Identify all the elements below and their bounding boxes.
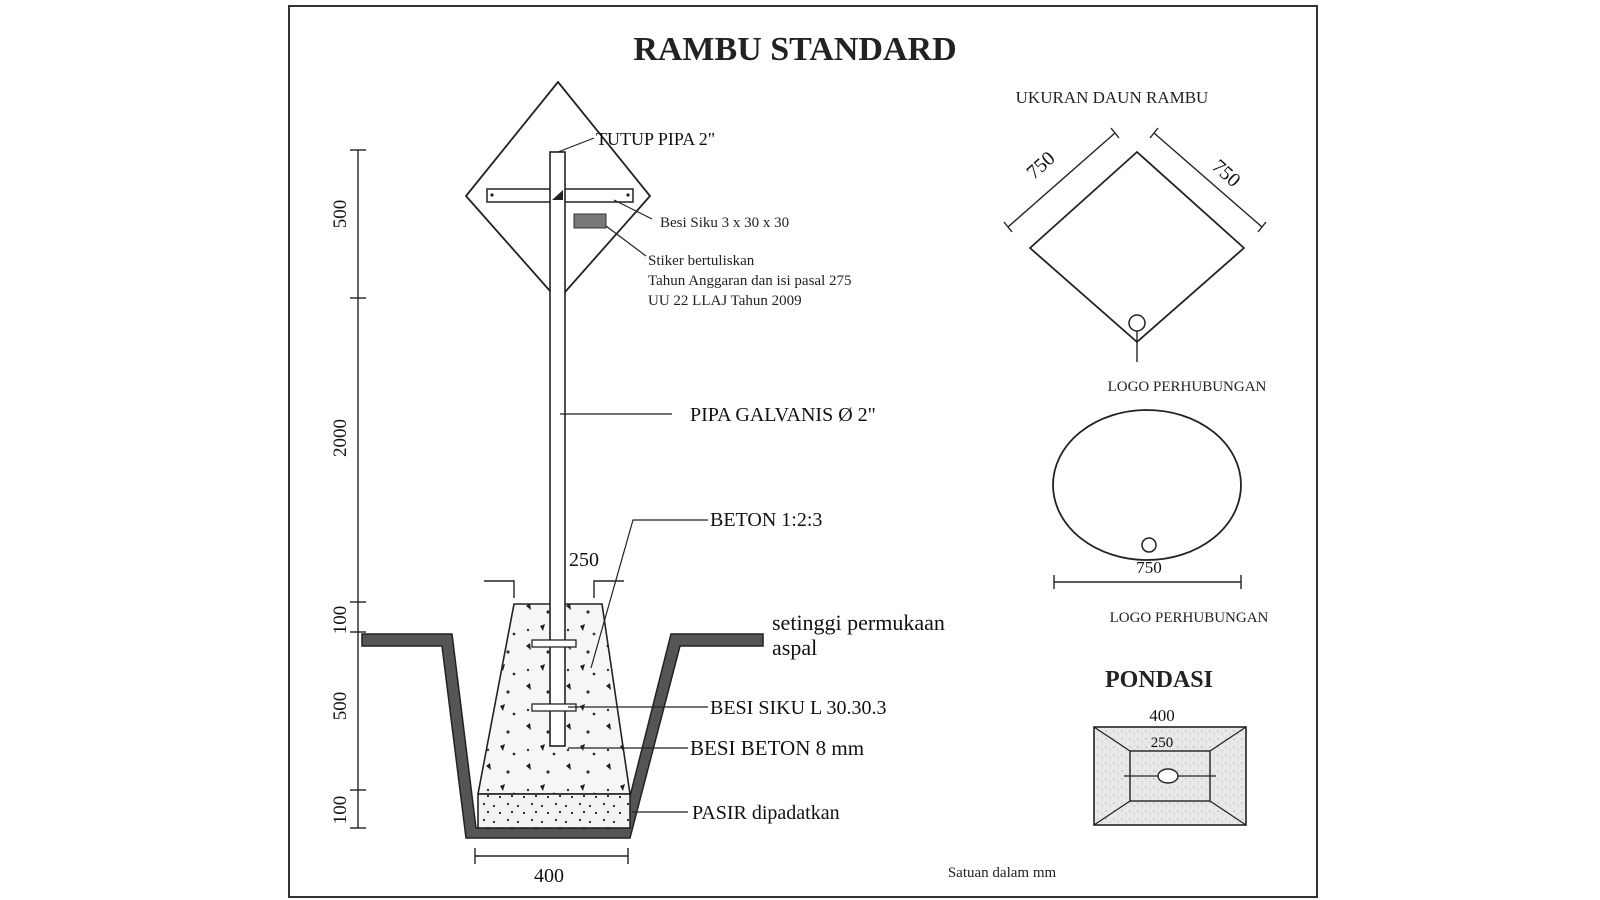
dim-500-top: 500: [330, 200, 351, 229]
daun-dimension-lines: [1003, 127, 1267, 362]
label-pipa-galvanis: PIPA GALVANIS Ø 2": [690, 404, 876, 426]
label-permukaan-line2: aspal: [772, 635, 817, 660]
drawing-title: RAMBU STANDARD: [633, 31, 956, 68]
label-tutup-pipa: TUTUP PIPA 2": [596, 129, 715, 149]
label-beton: BETON 1:2:3: [710, 509, 822, 531]
pondasi-outer: 400: [1149, 706, 1175, 725]
sand-layer: [477, 793, 631, 829]
footing-bottom-dimension: [474, 848, 629, 864]
daun-rambu-diamond: [1029, 151, 1245, 343]
dim-2000: 2000: [330, 419, 351, 457]
leader-lines: [557, 137, 708, 813]
units-note: Satuan dalam mm: [948, 865, 1057, 881]
footing-bottom-width: 400: [534, 865, 564, 887]
vertical-dimension-line: [350, 149, 366, 829]
label-permukaan-line1: setinggi permukaan: [772, 610, 945, 635]
ground-excavation: [361, 633, 764, 839]
circle-logo: [1141, 537, 1157, 553]
daun-side-right: 750: [1208, 155, 1245, 191]
label-besi-beton: BESI BETON 8 mm: [690, 736, 864, 760]
daun-logo-circle: [1128, 314, 1146, 332]
sticker: [573, 213, 607, 229]
pipe-clamp-upper: [531, 639, 577, 648]
label-stiker-line3: UU 22 LLAJ Tahun 2009: [648, 293, 802, 309]
label-stiker-line2: Tahun Anggaran dan isi pasal 275: [648, 273, 852, 289]
label-besi-siku: BESI SIKU L 30.30.3: [710, 697, 886, 719]
daun-side-left: 750: [1022, 147, 1059, 183]
pondasi-title: PONDASI: [1105, 667, 1213, 693]
circle-diameter: 750: [1136, 558, 1162, 577]
footing-top-width: 250: [569, 549, 599, 571]
circle-sign-board: [1052, 409, 1242, 561]
label-pasir: PASIR dipadatkan: [692, 802, 840, 824]
dim-100-top: 100: [330, 606, 351, 635]
circle-dimension-line: [1053, 575, 1242, 589]
ukuran-daun-title: UKURAN DAUN RAMBU: [1016, 88, 1209, 107]
footing-top-marks: [484, 580, 624, 598]
dim-100-bottom: 100: [330, 796, 351, 825]
label-stiker-line1: Stiker bertuliskan: [648, 253, 755, 269]
pondasi-inner: 250: [1151, 735, 1174, 751]
label-besi-siku-top: Besi Siku 3 x 30 x 30: [660, 215, 789, 231]
galvanized-pipe: [549, 151, 566, 747]
daun-logo-label: LOGO PERHUBUNGAN: [1108, 379, 1267, 395]
circle-logo-label: LOGO PERHUBUNGAN: [1110, 610, 1269, 626]
pondasi-pipe-hole: [1157, 768, 1179, 784]
dim-500-bottom: 500: [330, 692, 351, 721]
